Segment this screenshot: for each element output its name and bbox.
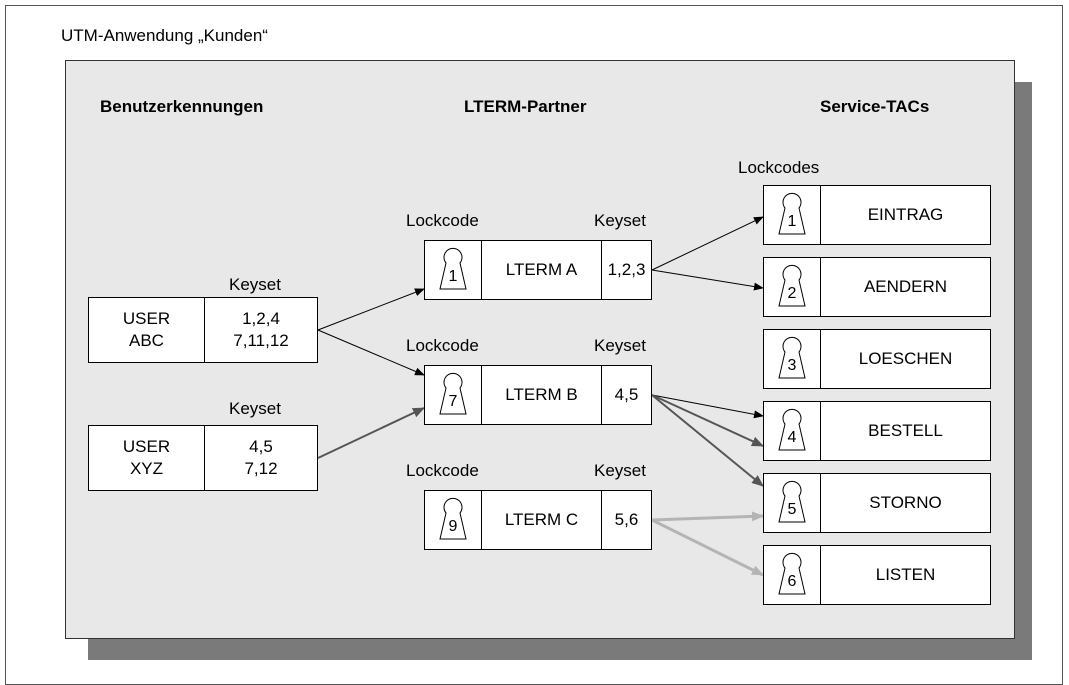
lock-icon: 1 [425,241,481,299]
connection-arrows [317,216,764,577]
lockcode-value: 9 [448,518,458,535]
service-name: AENDERN [820,258,990,316]
lterm-a-lockcode-label: Lockcode [406,211,479,230]
lterm-b-lockcode-label: Lockcode [406,336,479,355]
service-box-loeschen: 3 LOESCHEN [763,329,991,389]
service-box-eintrag: 1 EINTRAG [763,185,991,245]
lockcode-value: 4 [787,429,797,446]
arrow-lterm-c-to-listen [651,518,764,577]
user-keyset: 1,2,4 7,11,12 [204,298,317,362]
lockcodes-label: Lockcodes [738,158,820,177]
lterm-a-keyset-label: Keyset [594,211,646,230]
header-users: Benutzerkennungen [100,97,264,116]
lterm-b-keyset-label: Keyset [594,336,646,355]
service-box-storno: 5 STORNO [763,473,991,533]
user-box-abc: USER ABC 1,2,4 7,11,12 [88,297,318,363]
lterm-keyset: 5,6 [601,491,651,549]
lockcode-value: 6 [787,573,797,590]
lterm-name: LTERM C [481,491,601,549]
arrow-lterm-c-to-storno [651,511,764,522]
header-services: Service-TACs [820,97,930,116]
lock-icon: 6 [764,546,820,604]
user-name: USER XYZ [122,437,171,478]
arrow-abc-to-lterm-b [317,329,425,376]
header-lterms: LTERM-Partner [464,97,587,116]
arrow-abc-to-lterm-a [317,288,425,331]
user-keyset: 4,5 7,12 [204,426,317,490]
lterm-keyset: 4,5 [601,366,651,424]
service-name: LISTEN [820,546,990,604]
lock-icon: 7 [425,366,481,424]
lockcode-value: 3 [787,357,797,374]
lock-icon: 3 [764,330,820,388]
lockcode-value: 7 [448,393,458,410]
arrow-xyz-to-lterm-b [317,407,425,459]
service-box-listen: 6 LISTEN [763,545,991,605]
lterm-name: LTERM B [481,366,601,424]
lterm-c-lockcode-label: Lockcode [406,461,479,480]
user-xyz-keyset-label: Keyset [229,399,281,418]
service-name: LOESCHEN [820,330,990,388]
lock-icon: 4 [764,402,820,460]
lterm-name: LTERM A [481,241,601,299]
lockcode-value: 5 [787,501,797,518]
arrow-lterm-a-to-eintrag [651,216,764,271]
lock-icon: 5 [764,474,820,532]
lterm-box-a: 1 LTERM A 1,2,3 [424,240,652,300]
lock-icon: 1 [764,186,820,244]
lterm-box-b: 7 LTERM B 4,5 [424,365,652,425]
lock-icon: 9 [425,491,481,549]
service-name: STORNO [820,474,990,532]
arrow-lterm-a-to-aendern [651,269,764,291]
arrow-lterm-b-to-bestell-thin [651,394,764,419]
user-abc-keyset-label: Keyset [229,275,281,294]
lterm-box-c: 9 LTERM C 5,6 [424,490,652,550]
service-box-bestell: 4 BESTELL [763,401,991,461]
diagram-title: UTM-Anwendung „Kunden“ [61,26,268,45]
user-box-xyz: USER XYZ 4,5 7,12 [88,425,318,491]
service-name: BESTELL [820,402,990,460]
service-box-aendern: 2 AENDERN [763,257,991,317]
service-name: EINTRAG [820,186,990,244]
arrow-lterm-b-to-storno [651,394,764,487]
lockcode-value: 1 [787,213,797,230]
lterm-keyset: 1,2,3 [601,241,651,299]
arrow-lterm-b-to-bestell-bold [651,394,764,447]
lock-icon: 2 [764,258,820,316]
lockcode-value: 1 [448,268,458,285]
user-name: USER ABC [122,309,171,350]
lterm-c-keyset-label: Keyset [594,461,646,480]
lockcode-value: 2 [787,285,797,302]
